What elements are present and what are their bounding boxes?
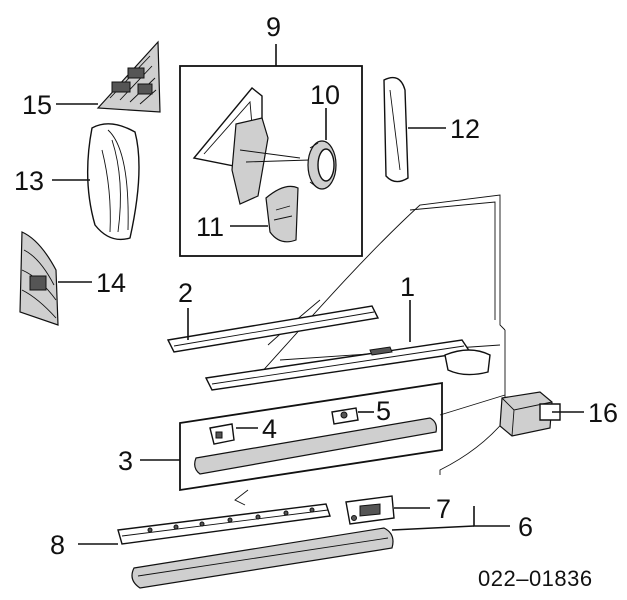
part-8-rocker-trim	[117, 503, 331, 545]
part-2-belt-moulding	[166, 305, 380, 353]
side-moulding-box	[179, 381, 443, 492]
callout-14: 14	[96, 268, 126, 298]
callout-12: 12	[450, 114, 480, 144]
callout-7: 7	[436, 494, 451, 524]
part-10-motor	[307, 140, 337, 190]
callout-8: 8	[50, 530, 65, 560]
part-11-cover	[265, 185, 299, 243]
callout-4: 4	[262, 414, 277, 444]
callout-9: 9	[266, 12, 281, 42]
callout-6: 6	[518, 512, 533, 542]
part-12-glass	[383, 76, 409, 183]
part-code: 022–01836	[478, 566, 593, 591]
callout-15: 15	[22, 90, 52, 120]
part-6-rocker-moulding	[131, 527, 394, 589]
part-13-mirror-housing	[86, 123, 140, 241]
part-3-side-moulding	[194, 417, 437, 475]
part-14-mirror-base	[19, 231, 59, 326]
part-15-mirror-cover	[96, 40, 161, 113]
part-1-weatherstrip	[204, 339, 491, 391]
callout-5: 5	[376, 396, 391, 426]
part-4-clip	[209, 423, 235, 445]
callout-3: 3	[118, 446, 133, 476]
callout-16: 16	[588, 398, 618, 428]
callout-11: 11	[196, 212, 224, 242]
callout-2: 2	[178, 278, 193, 308]
callout-10: 10	[310, 80, 340, 110]
mirror-assembly-box	[179, 65, 363, 257]
part-7-bracket	[345, 495, 395, 525]
callout-13: 13	[14, 166, 44, 196]
part-9-mirror-frame	[192, 87, 311, 205]
callout-1: 1	[400, 272, 415, 302]
part-16-handle-module	[499, 391, 561, 437]
part-5-clip	[331, 407, 359, 425]
